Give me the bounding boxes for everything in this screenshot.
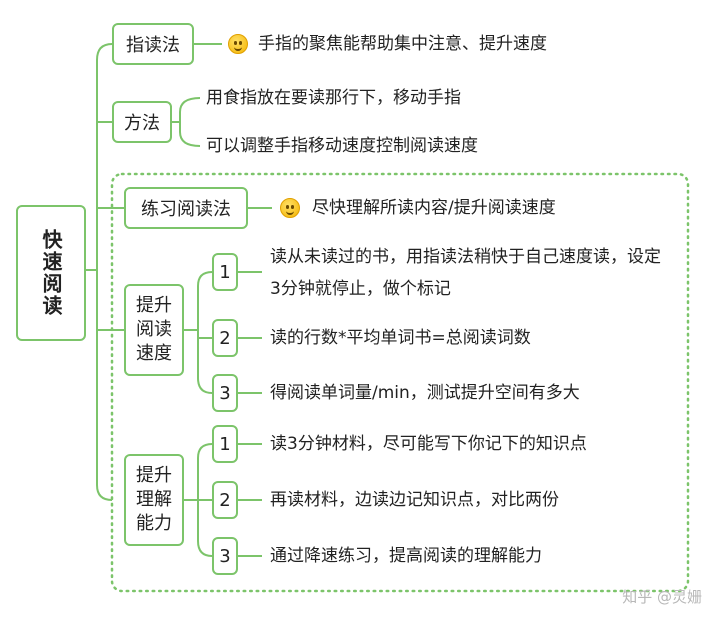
root-spine: [96, 43, 113, 501]
speed-step-3-text: 得阅读单词量/min，测试提升空间有多大: [270, 383, 580, 403]
node-practice-reading[interactable]: 练习阅读法: [124, 187, 248, 229]
comprehension-step-1-badge[interactable]: 1: [212, 425, 238, 463]
smiley-icon: [228, 34, 248, 54]
comprehension-step-2-badge[interactable]: 2: [212, 481, 238, 519]
node-finger-method[interactable]: 指读法: [112, 23, 194, 65]
speed-bracket: [197, 271, 213, 394]
speed-step-1-badge[interactable]: 1: [212, 253, 238, 291]
comprehension-step-1-text: 读3分钟材料，尽可能写下你记下的知识点: [270, 434, 587, 454]
speed-step-2-text: 读的行数*平均单词书=总阅读词数: [270, 328, 531, 348]
comprehension-step-2-text: 再读材料，边读边记知识点，对比两份: [270, 490, 559, 510]
method-item-2: 可以调整手指移动速度控制阅读速度: [206, 136, 478, 156]
method-bracket: [179, 97, 201, 147]
practice-note: 尽快理解所读内容/提升阅读速度: [312, 198, 556, 218]
speed-step-3-badge[interactable]: 3: [212, 374, 238, 412]
node-method[interactable]: 方法: [112, 101, 172, 143]
finger-method-note: 手指的聚焦能帮助集中注意、提升速度: [258, 34, 547, 54]
practice-group-frame: [110, 172, 690, 593]
root-node[interactable]: 快速阅读: [16, 205, 86, 341]
watermark: 知乎 @灵姗: [622, 588, 702, 606]
speed-step-2-badge[interactable]: 2: [212, 319, 238, 357]
method-item-1: 用食指放在要读那行下，移动手指: [206, 88, 461, 108]
speed-step-1-text: 读从未读过的书，用指读法稍快于自己速度读，设定3分钟就停止，做个标记: [270, 247, 661, 299]
node-improve-speed[interactable]: 提升阅读速度: [124, 284, 184, 376]
comprehension-step-3-text: 通过降速练习，提高阅读的理解能力: [270, 546, 542, 566]
smiley-icon: [280, 198, 300, 218]
node-improve-comprehension[interactable]: 提升理解能力: [124, 454, 184, 546]
comprehension-step-3-badge[interactable]: 3: [212, 537, 238, 575]
